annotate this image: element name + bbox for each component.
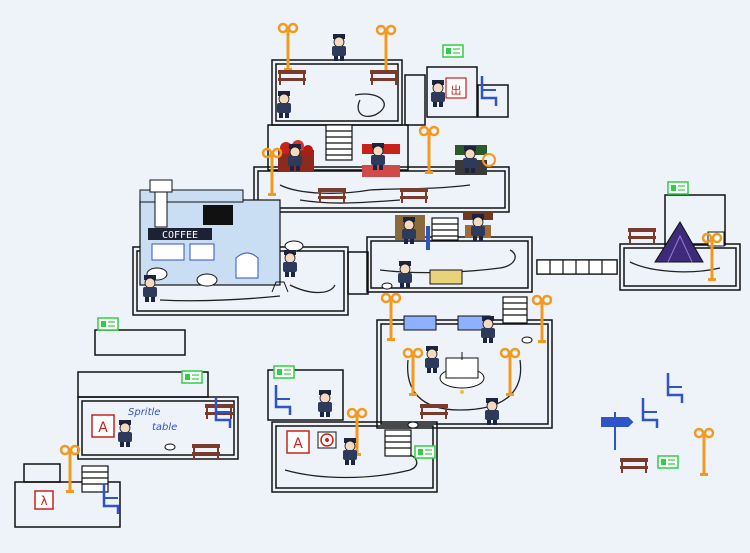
tent[interactable] (654, 221, 704, 263)
fountain[interactable] (439, 352, 485, 394)
booth-a-left[interactable]: A (91, 414, 115, 438)
cafe-building[interactable]: COFFEE (139, 179, 281, 286)
lamp-post-icon (375, 24, 397, 75)
bowls (164, 282, 533, 451)
booth-letter-2: A (293, 436, 303, 452)
lamp-post-icon (380, 292, 402, 343)
blue-furniture (102, 74, 684, 516)
note-line-1: Spritle (128, 407, 160, 418)
signpost-icon[interactable] (601, 412, 634, 450)
lamp-post-icon (499, 347, 521, 398)
red-glyph: 出 (451, 83, 462, 97)
walk-paths (159, 93, 721, 479)
booth-lambda[interactable]: λ (34, 490, 54, 510)
cafe-sign: COFFEE (162, 230, 198, 241)
lamp-post-icon (402, 347, 424, 398)
platforms (14, 59, 741, 528)
target-icon[interactable] (317, 431, 337, 449)
flower-planters (403, 269, 491, 331)
note-line-2: table (152, 422, 177, 433)
booth-letter: A (98, 420, 108, 436)
lamp-post-icon (261, 147, 283, 198)
lamp-post-icon (59, 444, 81, 495)
booth-red-glyph[interactable]: 出 (445, 77, 467, 99)
lamp-post-icon (701, 232, 723, 283)
spritle-note: Spritle table (128, 407, 177, 433)
cafe-tables (146, 240, 304, 293)
booth-a-lower[interactable]: A (286, 430, 310, 454)
lambda-glyph: λ (40, 494, 47, 508)
lamp-post-icon (693, 427, 715, 478)
